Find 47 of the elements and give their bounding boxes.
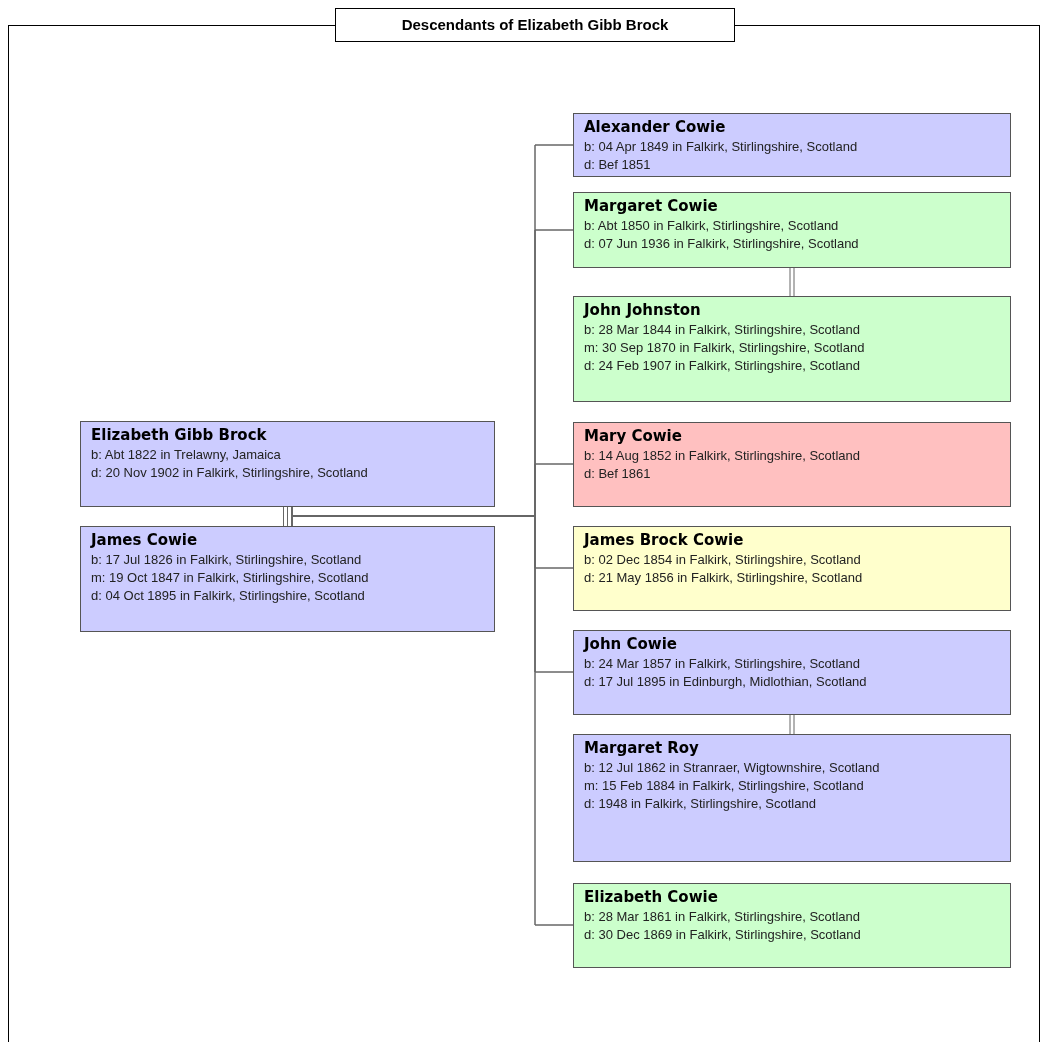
person-box bbox=[573, 422, 1011, 507]
person-name: James Brock Cowie bbox=[584, 530, 745, 550]
spouse-connector bbox=[789, 714, 795, 735]
life-event: b: 02 Dec 1854 in Falkirk, Stirlingshire, Scotland bbox=[584, 552, 862, 568]
person-box bbox=[80, 421, 495, 507]
life-event: b: 17 Jul 1826 in Falkirk, Stirlingshire, Scotland bbox=[91, 552, 363, 568]
life-event: d: 1948 in Falkirk, Stirlingshire, Scotland bbox=[584, 796, 817, 812]
person-box bbox=[573, 192, 1011, 268]
person-name: Alexander Cowie bbox=[584, 117, 727, 137]
life-event: b: Abt 1850 in Falkirk, Stirlingshire, Scotland bbox=[584, 218, 840, 234]
spouse-connector bbox=[789, 267, 795, 297]
life-event: b: 24 Mar 1857 in Falkirk, Stirlingshire, Scotland bbox=[584, 656, 861, 672]
life-event: m: 19 Oct 1847 in Falkirk, Stirlingshire, Scotland bbox=[91, 570, 370, 586]
life-event: b: 14 Aug 1852 in Falkirk, Stirlingshire, Scotland bbox=[584, 448, 862, 464]
person-name: Elizabeth Cowie bbox=[584, 887, 719, 907]
person-name: John Johnston bbox=[584, 300, 702, 320]
life-event: b: 28 Mar 1861 in Falkirk, Stirlingshire, Scotland bbox=[584, 909, 861, 925]
life-event: d: 04 Oct 1895 in Falkirk, Stirlingshire, Scotland bbox=[91, 588, 366, 604]
person-box bbox=[573, 630, 1011, 715]
life-event: m: 15 Feb 1884 in Falkirk, Stirlingshire, Scotland bbox=[584, 778, 865, 794]
spouse-connector bbox=[283, 506, 288, 527]
person-name: Margaret Roy bbox=[584, 738, 700, 758]
person-box bbox=[573, 526, 1011, 611]
life-event: d: Bef 1851 bbox=[584, 157, 652, 173]
life-event: d: 30 Dec 1869 in Falkirk, Stirlingshire, Scotland bbox=[584, 927, 862, 943]
life-event: d: Bef 1861 bbox=[584, 466, 652, 482]
life-event: m: 30 Sep 1870 in Falkirk, Stirlingshire, Scotland bbox=[584, 340, 866, 356]
life-event: d: 07 Jun 1936 in Falkirk, Stirlingshire, Scotland bbox=[584, 236, 860, 252]
person-name: James Cowie bbox=[91, 530, 199, 550]
person-box bbox=[573, 883, 1011, 968]
life-event: b: Abt 1822 in Trelawny, Jamaica bbox=[91, 447, 282, 463]
life-event: d: 17 Jul 1895 in Edinburgh, Midlothian, Scotland bbox=[584, 674, 868, 690]
person-name: John Cowie bbox=[584, 634, 678, 654]
person-name: Margaret Cowie bbox=[584, 196, 719, 216]
life-event: d: 24 Feb 1907 in Falkirk, Stirlingshire, Scotland bbox=[584, 358, 862, 374]
person-name: Mary Cowie bbox=[584, 426, 683, 446]
person-box bbox=[573, 296, 1011, 402]
life-event: b: 04 Apr 1849 in Falkirk, Stirlingshire, Scotland bbox=[584, 139, 859, 155]
person-box bbox=[573, 734, 1011, 862]
person-name: Elizabeth Gibb Brock bbox=[91, 425, 268, 445]
life-event: d: 21 May 1856 in Falkirk, Stirlingshire, Scotland bbox=[584, 570, 864, 586]
life-event: b: 28 Mar 1844 in Falkirk, Stirlingshire, Scotland bbox=[584, 322, 861, 338]
life-event: b: 12 Jul 1862 in Stranraer, Wigtownshire, Scotland bbox=[584, 760, 881, 776]
title-box: Descendants of Elizabeth Gibb Brock bbox=[335, 8, 735, 42]
life-event: d: 20 Nov 1902 in Falkirk, Stirlingshire, Scotland bbox=[91, 465, 369, 481]
person-box bbox=[80, 526, 495, 632]
person-box bbox=[573, 113, 1011, 177]
